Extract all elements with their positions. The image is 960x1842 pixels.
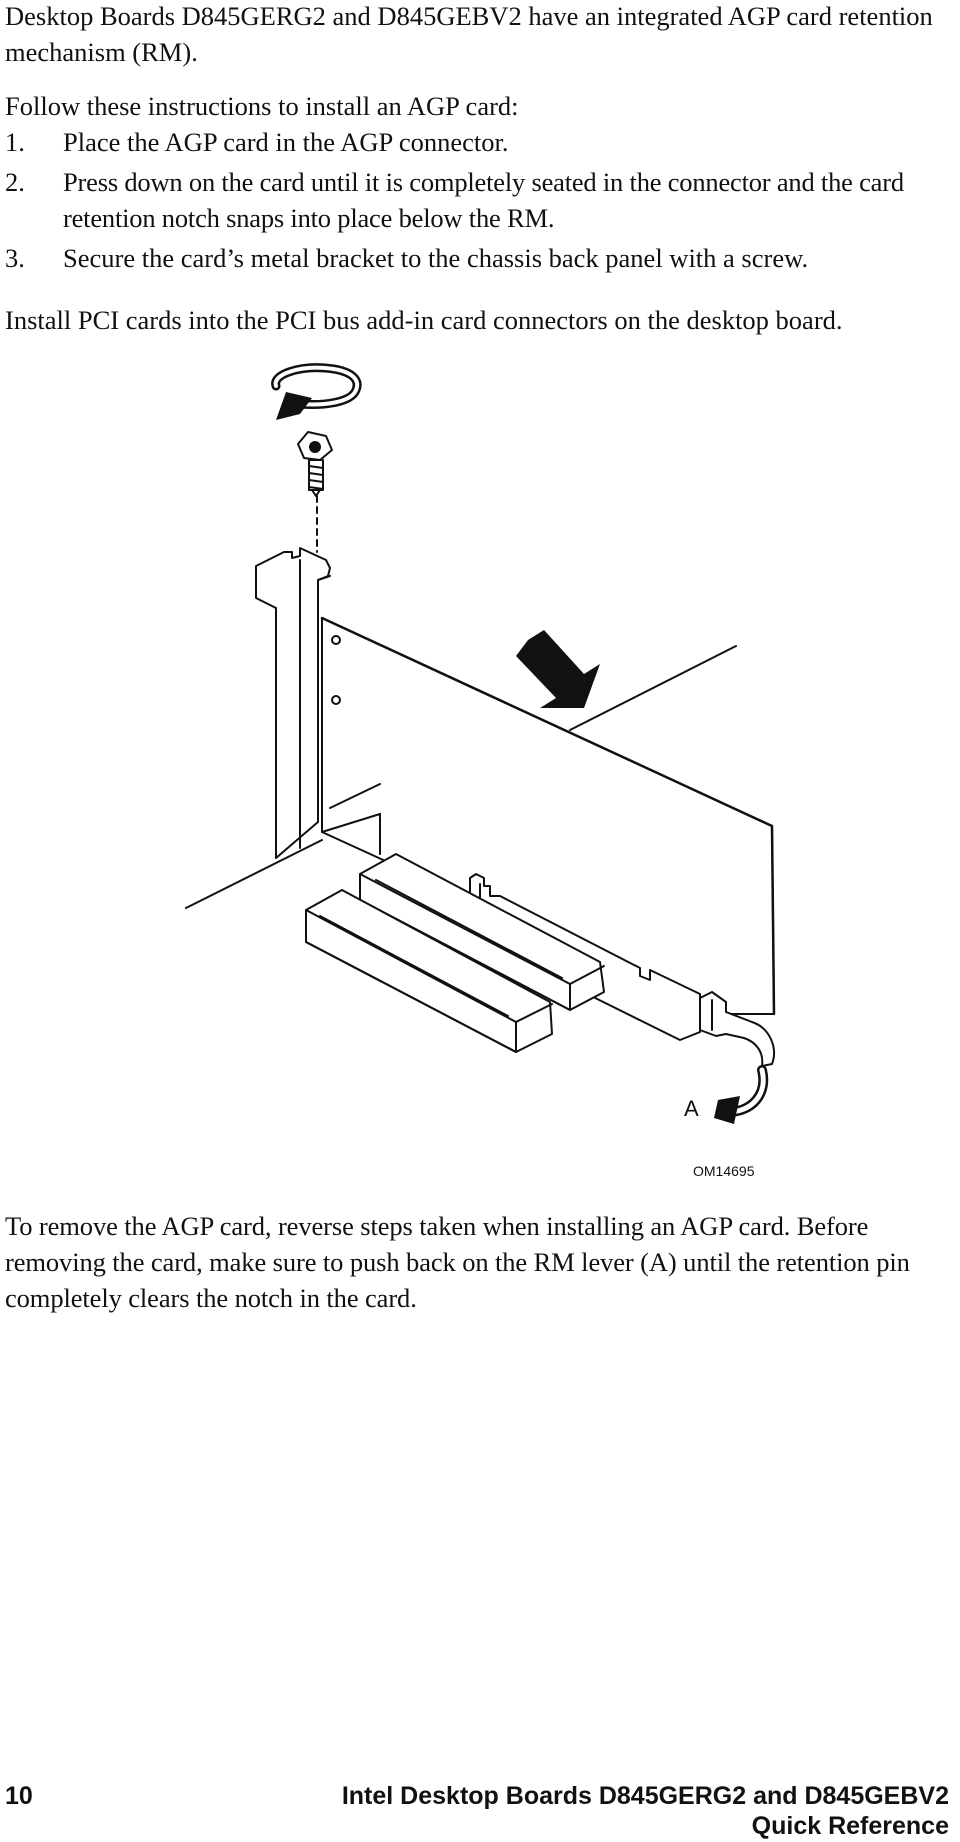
step-text: Secure the card’s metal bracket to the c…: [63, 243, 809, 273]
push-down-arrow-icon: [516, 630, 600, 708]
footer-page-number: 10: [5, 1782, 33, 1810]
agp-card-installation-figure: A OM14695: [185, 363, 776, 1179]
agp-card-board: [320, 616, 776, 1016]
step-text: Place the AGP card in the AGP connector.: [63, 127, 509, 157]
pci-note: Install PCI cards into the PCI bus add-i…: [5, 305, 843, 335]
agp-connector-slot: [359, 853, 605, 1011]
rotate-screw-arrow-icon: [271, 363, 362, 420]
retention-mechanism-lever: [699, 991, 775, 1067]
removal-paragraph: To remove the AGP card, reverse steps ta…: [5, 1211, 910, 1313]
install-steps-list: 1. Place the AGP card in the AGP connect…: [5, 124, 955, 276]
screw-icon: [297, 431, 333, 497]
install-step-2: 2. Press down on the card until it is co…: [5, 164, 955, 236]
callout-label-a: A: [684, 1096, 699, 1121]
step-number: 1.: [5, 127, 25, 157]
footer-title-line-1: Intel Desktop Boards D845GERG2 and D845G…: [341, 1782, 949, 1810]
intro-paragraph: Desktop Boards D845GERG2 and D845GEBV2 h…: [5, 1, 933, 67]
step-text: Press down on the card until it is compl…: [63, 167, 904, 233]
lever-release-arrow-icon: [714, 1065, 769, 1124]
slot-bracket-line: [329, 783, 381, 809]
instructions-lead: Follow these instructions to install an …: [5, 91, 519, 121]
motherboard-edge-line: [185, 839, 323, 909]
pci-connector-slot: [305, 889, 553, 1053]
step-number: 2.: [5, 167, 25, 197]
step-number: 3.: [5, 243, 25, 273]
metal-bracket: [255, 547, 331, 859]
motherboard-edge-line: [569, 645, 737, 731]
install-step-1: 1. Place the AGP card in the AGP connect…: [5, 124, 955, 160]
install-step-3: 3. Secure the card’s metal bracket to th…: [5, 240, 955, 276]
figure-id: OM14695: [693, 1163, 755, 1179]
footer-title-line-2: Quick Reference: [751, 1812, 949, 1840]
